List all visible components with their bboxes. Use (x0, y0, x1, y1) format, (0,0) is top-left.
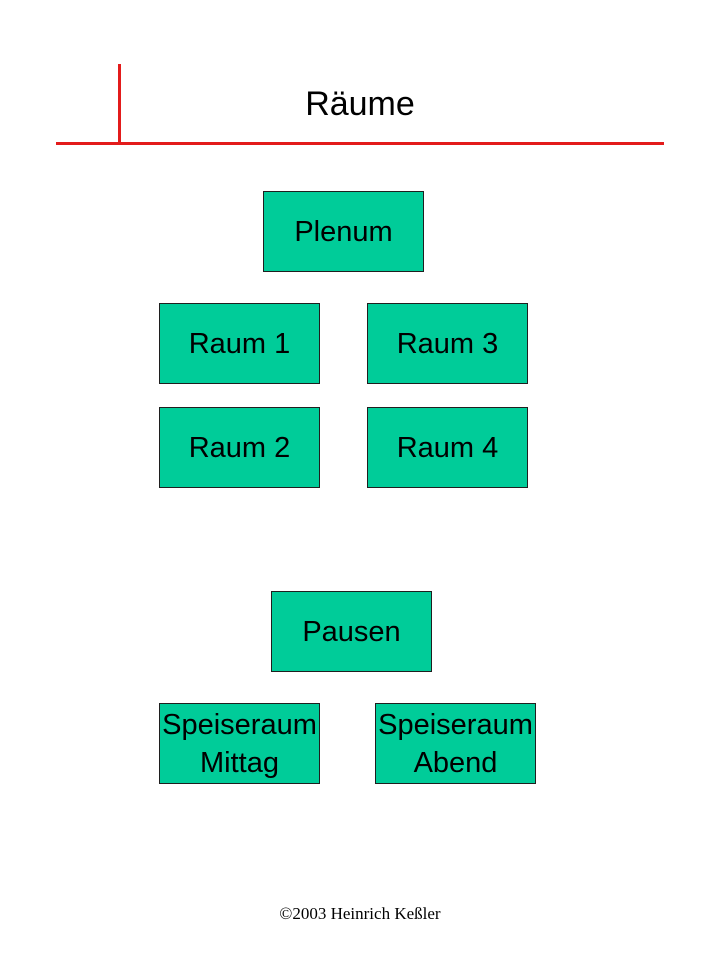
room-raum-3: Raum 3 (367, 303, 528, 384)
room-speiseraum-mittag-line-1: Speiseraum (162, 708, 317, 741)
room-speiseraum-abend: Speiseraum Abend (375, 703, 536, 784)
room-speiseraum-mittag: Speiseraum Mittag (159, 703, 320, 784)
room-plenum-label: Plenum (294, 215, 393, 248)
room-raum-1: Raum 1 (159, 303, 320, 384)
room-raum-4-label: Raum 4 (396, 431, 499, 464)
room-raum-2: Raum 2 (159, 407, 320, 488)
room-raum-1-label: Raum 1 (188, 327, 291, 360)
page-title: Räume (305, 85, 415, 123)
room-raum-2-label: Raum 2 (188, 431, 291, 464)
room-speiseraum-mittag-line-2: Mittag (200, 746, 279, 779)
room-speiseraum-abend-line-2: Abend (413, 746, 498, 779)
room-raum-3-label: Raum 3 (396, 327, 499, 360)
room-plenum: Plenum (263, 191, 424, 272)
room-pausen-label: Pausen (302, 615, 401, 648)
room-raum-4: Raum 4 (367, 407, 528, 488)
room-speiseraum-abend-line-1: Speiseraum (378, 708, 533, 741)
room-pausen: Pausen (271, 591, 432, 672)
title-horizontal-rule (56, 142, 664, 145)
copyright-footer: ©2003 Heinrich Keßler (279, 904, 441, 923)
title-vertical-rule (118, 64, 121, 143)
